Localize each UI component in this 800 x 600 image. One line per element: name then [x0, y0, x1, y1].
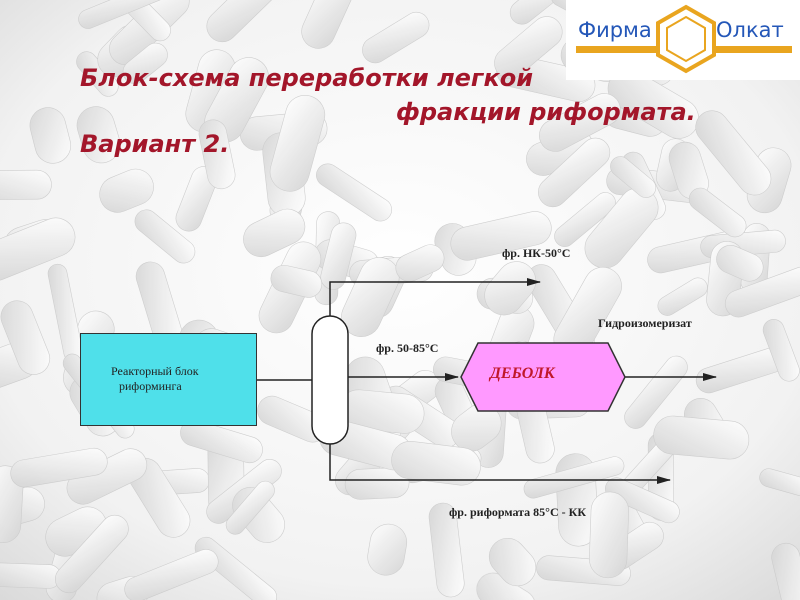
debolk-label: ДЕБОЛК: [490, 365, 555, 383]
bottom-stream-line: [330, 443, 670, 480]
bottom-stream-label: фр. риформата 85°С - КК: [449, 505, 586, 520]
middle-stream-label: фр. 50-85°С: [376, 341, 438, 356]
product-label: Гидроизомеризат: [598, 316, 692, 331]
distillation-column-icon: [312, 316, 348, 444]
top-stream-label: фр. НК-50°С: [502, 246, 570, 261]
top-stream-line: [330, 282, 540, 320]
